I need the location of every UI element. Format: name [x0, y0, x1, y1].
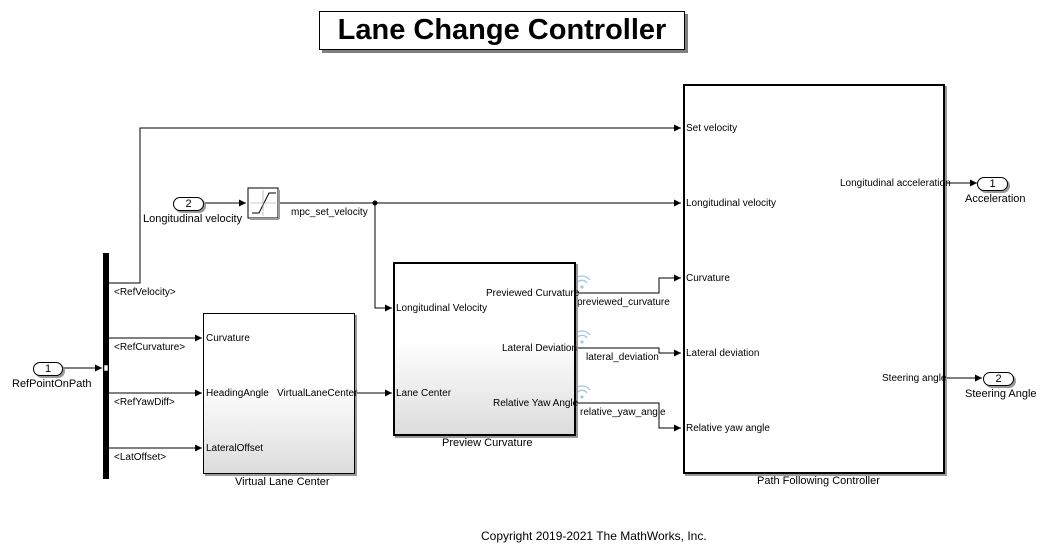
- line-relative-yaw-angle[interactable]: [573, 402, 681, 432]
- preview-curvature-block[interactable]: [393, 262, 576, 436]
- vlc-input-heading-angle: HeadingAngle: [206, 388, 269, 399]
- saturation-block[interactable]: [247, 187, 280, 220]
- pfc-input-longitudinal-velocity: Longitudinal velocity: [686, 198, 777, 209]
- vlc-input-lateral-offset: LateralOffset: [206, 443, 264, 454]
- signal-label-mpc-set-velocity: mpc_set_velocity: [291, 207, 368, 218]
- signal-log-icon: [573, 275, 591, 284]
- inport-longitudinal-velocity[interactable]: 2: [173, 197, 204, 211]
- pfc-input-set-velocity: Set velocity: [686, 123, 738, 134]
- bus-signal-label: <RefCurvature>: [114, 342, 186, 353]
- preview-output-relative-yaw-angle: Relative Yaw Angle: [493, 398, 579, 409]
- signal-label-lateral-deviation: lateral_deviation: [586, 352, 659, 363]
- virtual-lane-center-block[interactable]: [203, 313, 355, 474]
- preview-input-lane-center: Lane Center: [396, 388, 452, 399]
- outport-label-steering-angle: Steering Angle: [965, 388, 1037, 400]
- bus-selector-port: [103, 364, 109, 372]
- signal-label-relative-yaw-angle: relative_yaw_angle: [580, 407, 666, 418]
- page-title: Lane Change Controller: [337, 14, 667, 46]
- bus-signal-label: <LatOffset>: [114, 452, 167, 463]
- preview-input-longitudinal-velocity: Longitudinal Velocity: [396, 303, 488, 314]
- title-box: Lane Change Controller: [319, 11, 685, 50]
- preview-output-previewed-curvature: Previewed Curvature: [486, 288, 580, 299]
- outport-label-acceleration: Acceleration: [965, 193, 1026, 205]
- outport-acceleration[interactable]: 1: [977, 177, 1008, 191]
- line-lateral-deviation[interactable]: [573, 347, 681, 357]
- pfc-input-curvature: Curvature: [686, 273, 730, 284]
- preview-output-lateral-deviation: Lateral Deviation: [502, 343, 578, 354]
- pfc-output-steering-angle: Steering angle: [882, 373, 947, 384]
- bus-signal-label: <RefVelocity>: [114, 287, 176, 298]
- signal-log-icon: [573, 385, 591, 394]
- inport-label-refpointonpath: RefPointOnPath: [12, 378, 92, 390]
- bus-signal-label: <RefYawDiff>: [114, 397, 175, 408]
- signal-log-icon: [573, 330, 591, 339]
- pfc-input-relative-yaw-angle: Relative yaw angle: [686, 423, 770, 434]
- inport-refpointonpath[interactable]: 1: [33, 362, 63, 376]
- pfc-output-longitudinal-acceleration: Longitudinal acceleration: [840, 178, 951, 189]
- block-name-preview-curvature: Preview Curvature: [442, 437, 533, 449]
- outport-steering-angle[interactable]: 2: [983, 372, 1014, 386]
- line-refvelocity[interactable]: [109, 124, 681, 284]
- line-mpc-to-preview[interactable]: [374, 203, 392, 312]
- signal-label-previewed-curvature: previewed_curvature: [577, 297, 670, 308]
- block-name-path-following-controller: Path Following Controller: [757, 475, 880, 487]
- pfc-input-lateral-deviation: Lateral deviation: [686, 348, 760, 359]
- vlc-output-virtual-lane-center: VirtualLaneCenter: [277, 388, 358, 399]
- line-previewed-curvature[interactable]: [573, 274, 681, 294]
- path-following-controller-block[interactable]: [683, 84, 945, 474]
- inport-label-longitudinal-velocity: Longitudinal velocity: [143, 213, 243, 225]
- vlc-input-curvature: Curvature: [206, 333, 250, 344]
- copyright-footer: Copyright 2019-2021 The MathWorks, Inc.: [481, 529, 707, 543]
- branch-point: [372, 200, 378, 206]
- block-name-virtual-lane-center: Virtual Lane Center: [235, 476, 330, 488]
